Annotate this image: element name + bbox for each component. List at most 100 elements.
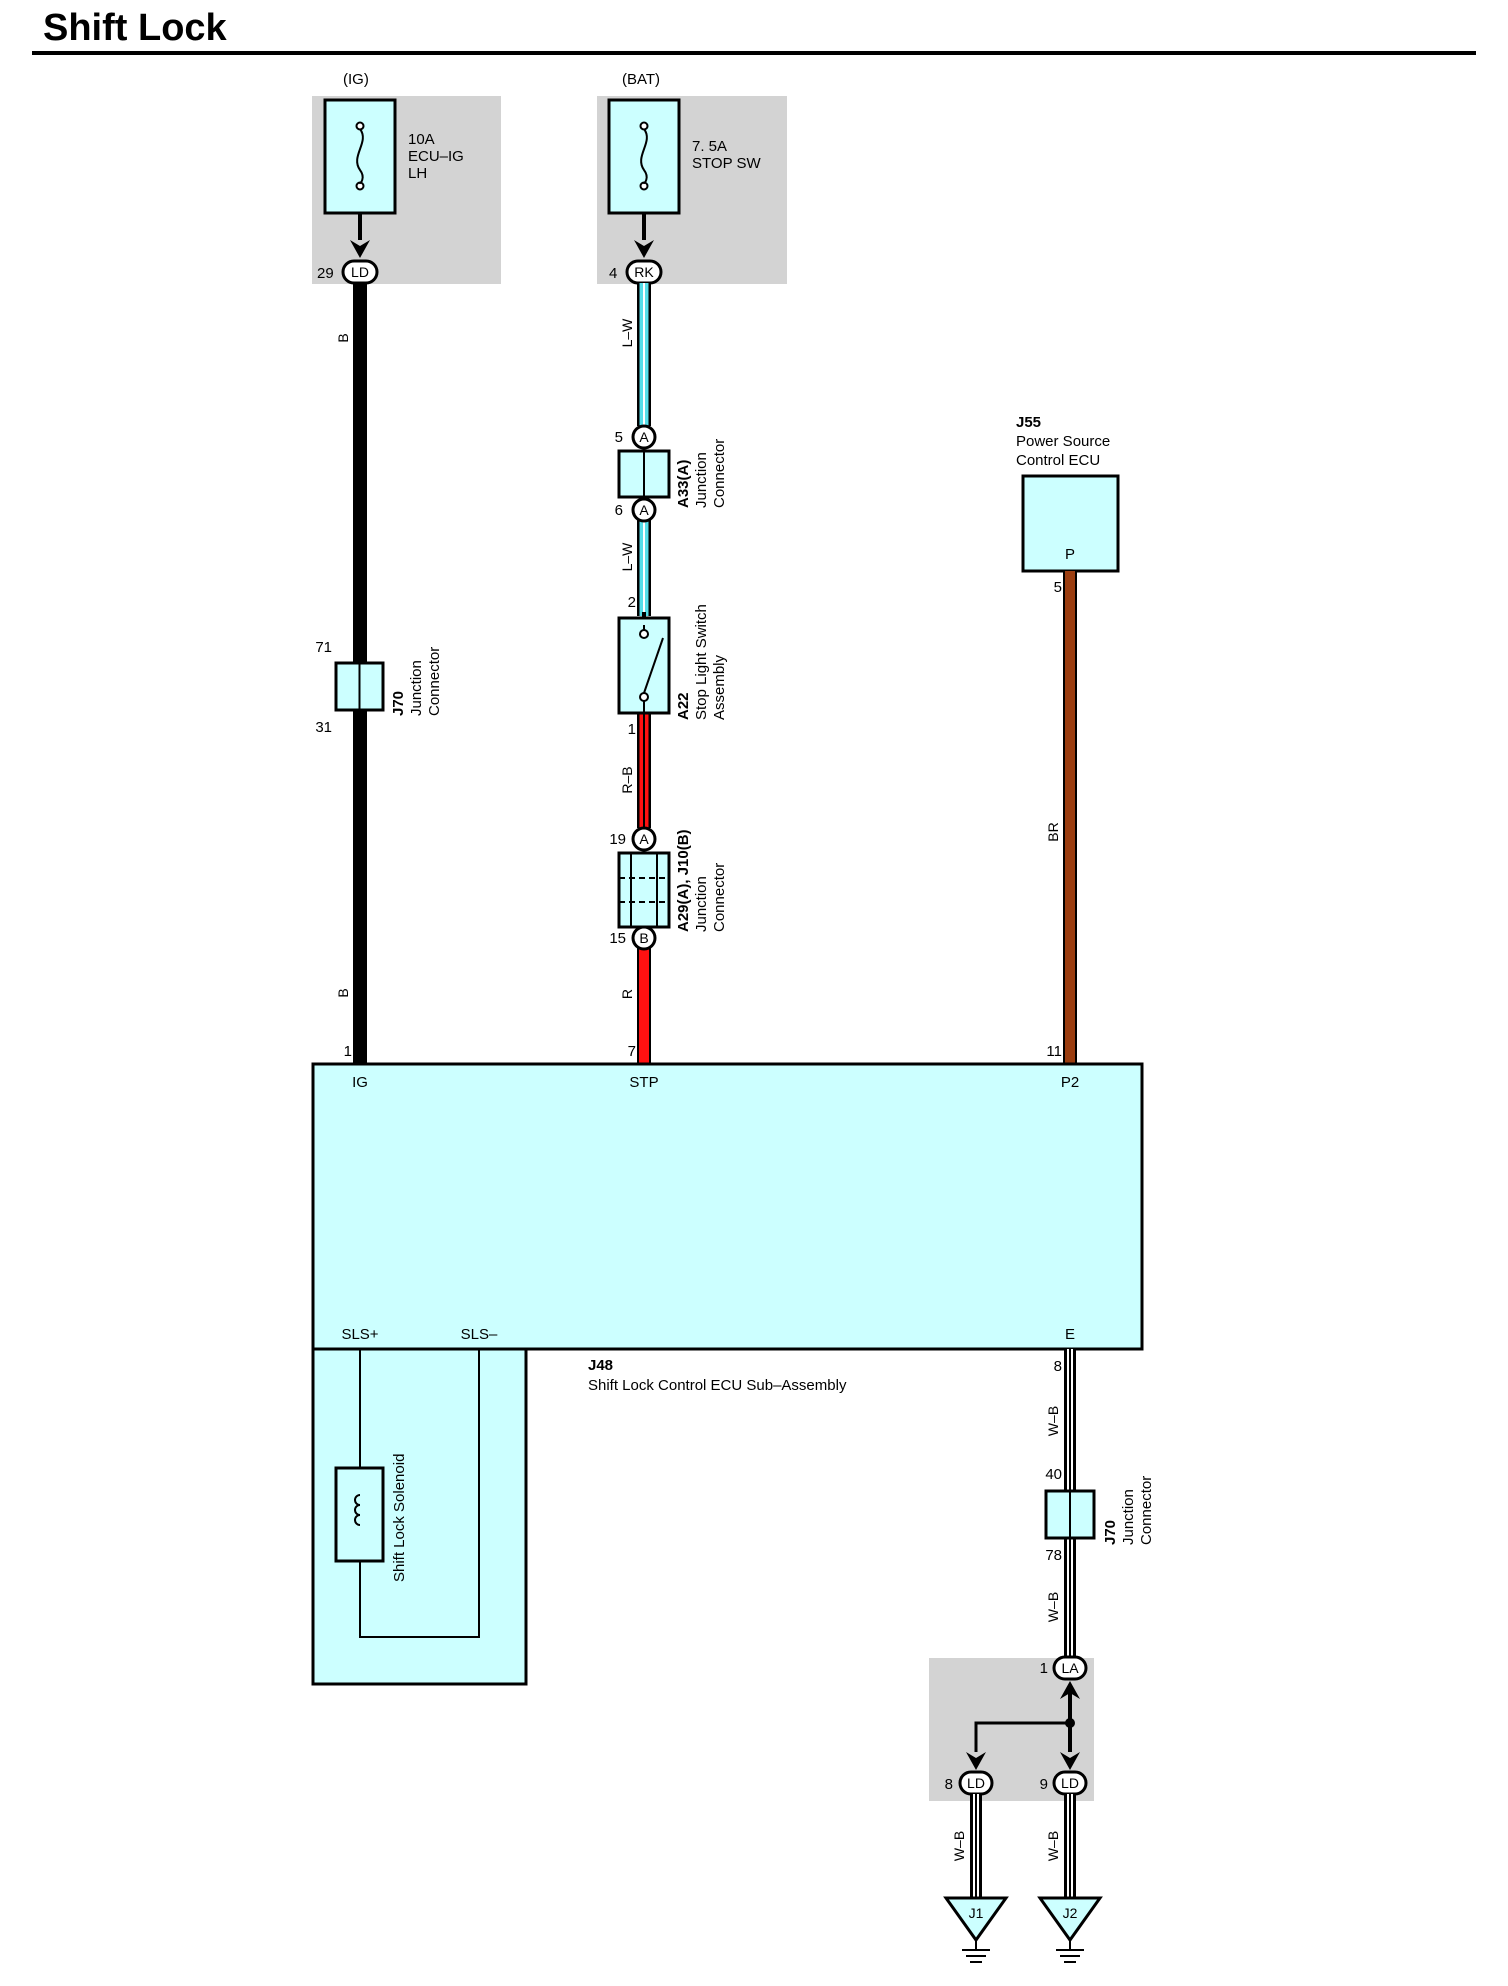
fuse-1-arrow-icon: [350, 240, 370, 258]
solenoid-name: Shift Lock Solenoid: [391, 1454, 408, 1582]
j55-pin: 5: [1054, 579, 1062, 596]
fuse-1-element-icon: [356, 128, 364, 185]
j48-pin-ig: 1: [344, 1043, 352, 1060]
wire-ground-right: W–B: [1045, 1794, 1076, 1898]
switch-contact-icon: [643, 637, 664, 694]
fuse-2-element-icon: [640, 128, 648, 185]
svg-text:A: A: [639, 831, 649, 847]
ground-right-arrow-icon: [1060, 1752, 1080, 1770]
j70-e-id: J70: [1102, 1520, 1119, 1545]
j70-ig-id: J70: [390, 691, 407, 716]
j48-term-sls-minus: SLS–: [461, 1326, 498, 1343]
wire-stp-color-2: L–W: [619, 542, 635, 572]
a33-pin-top: 5: [615, 429, 623, 446]
wire-stp-color-3: R–B: [619, 766, 635, 793]
wire-e-color-1: W–B: [1045, 1406, 1061, 1436]
wire-ig-color-upper: B: [335, 333, 351, 342]
ground-j1-id: J1: [969, 1905, 984, 1921]
a29-pin-bottom: 15: [609, 930, 626, 947]
wire-stp-color-1: L–W: [619, 318, 635, 348]
solenoid-coil-icon: [354, 1494, 361, 1526]
fuse-1-rating: 10A: [408, 131, 435, 148]
j48-pin-e: 8: [1054, 1358, 1062, 1375]
fuse-2-pin: 4: [609, 265, 617, 282]
j48-term-ig: IG: [352, 1074, 368, 1091]
page-title: Shift Lock: [43, 7, 228, 49]
fuse-2-name: STOP SW: [692, 155, 761, 172]
junction-connector-a33: A A 5 6 A33(A) Junction Connector: [615, 424, 728, 523]
junction-connector-a29-j10: A B 19 15 A29(A), J10(B) Junction Connec…: [609, 826, 728, 951]
ground-left-pin: 8: [945, 1776, 953, 1793]
wire-gnd-1-color: W–B: [951, 1831, 967, 1861]
fuse-stop-sw: (BAT) 7. 5A STOP SW 4 RK: [597, 71, 787, 285]
wire-e-color-2: W–B: [1045, 1592, 1061, 1622]
wire-p2: BR: [1045, 571, 1077, 1064]
j70-ig-pin-top: 71: [315, 639, 332, 656]
j48-term-stp: STP: [629, 1074, 658, 1091]
ground-junction-block: LA 1 LD 8 LD 9: [929, 1655, 1094, 1801]
a22-pin-bottom: 1: [628, 721, 636, 738]
svg-text:B: B: [639, 930, 648, 946]
j55-name1: Power Source: [1016, 433, 1110, 450]
fuse-2-body: [607, 98, 681, 215]
fuse-ecu-ig-lh: (IG) 10A ECU–IG LH 29 LD: [312, 71, 501, 285]
junction-connector-j70-e: 40 78 J70 Junction Connector: [1044, 1466, 1155, 1564]
a29-name1: Junction: [693, 876, 710, 932]
ground-j2-triangle-icon: [1037, 1896, 1103, 1943]
a33-name1: Junction: [693, 452, 710, 508]
j48-term-p2: P2: [1061, 1074, 1079, 1091]
ground-la-arrow-icon: [1060, 1681, 1080, 1699]
a33-pin-bottom: 6: [615, 502, 623, 519]
wire-ig-color-lower: B: [335, 988, 351, 997]
shift-lock-solenoid: Shift Lock Solenoid: [311, 1347, 528, 1686]
a22-name2: Assembly: [711, 654, 728, 720]
a29-id: A29(A), J10(B): [675, 829, 692, 932]
shift-lock-control-ecu-j48: 1 7 11 IG STP P2 SLS+ SLS– E J48 Shift L…: [311, 1043, 1144, 1394]
j55-terminal: P: [1065, 546, 1075, 563]
svg-text:A: A: [639, 502, 649, 518]
fuse-1-source: (IG): [343, 71, 369, 88]
j70-e-pin-bottom: 78: [1045, 1547, 1062, 1564]
junction-connector-j70-ig: 71 31 J70 Junction Connector: [315, 639, 443, 736]
power-source-control-ecu-j55: J55 Power Source Control ECU P 5: [1016, 414, 1120, 596]
fuse-2-rating: 7. 5A: [692, 138, 727, 155]
a29-name2: Connector: [711, 863, 728, 932]
svg-text:LD: LD: [351, 264, 369, 280]
fuse-2-source: (BAT): [622, 71, 660, 88]
j48-term-e: E: [1065, 1326, 1075, 1343]
ground-left-arrow-icon: [966, 1752, 986, 1770]
j48-pin-p2: 11: [1046, 1043, 1062, 1060]
wire-stp: L–W L–W R–B R: [619, 283, 651, 1064]
fuse-1-name: ECU–IG: [408, 148, 464, 165]
fuse-2-arrow-icon: [634, 240, 654, 258]
j48-id: J48: [588, 1357, 613, 1374]
a33-id: A33(A): [675, 460, 692, 508]
fuse-1-name2: LH: [408, 165, 427, 182]
fuse-1-body: [323, 98, 397, 215]
a22-id: A22: [675, 692, 692, 720]
ground-right-pin: 9: [1040, 1776, 1048, 1793]
wire-stp-color-4: R: [619, 989, 635, 999]
stop-light-switch-a22: 2 1 A22 Stop Light Switch Assembly: [617, 594, 728, 738]
j48-name: Shift Lock Control ECU Sub–Assembly: [588, 1377, 847, 1394]
wire-ground-left: W–B: [951, 1794, 982, 1898]
ground-j1: J1: [943, 1896, 1009, 1963]
j48-pin-stp: 7: [628, 1043, 636, 1060]
fuse-1-pin: 29: [317, 265, 334, 282]
a22-name1: Stop Light Switch: [693, 604, 710, 720]
j70-e-pin-top: 40: [1045, 1466, 1062, 1483]
a29-pin-top: 19: [609, 831, 626, 848]
j70-ig-pin-bottom: 31: [315, 719, 332, 736]
svg-text:LD: LD: [967, 1775, 985, 1791]
j70-ig-name1: Junction: [408, 660, 425, 716]
a33-name2: Connector: [711, 439, 728, 508]
ground-la-pin: 1: [1040, 1660, 1048, 1677]
a22-pin-top: 2: [628, 594, 636, 611]
wire-p2-color: BR: [1045, 822, 1061, 841]
svg-text:A: A: [639, 429, 649, 445]
j48-term-sls-plus: SLS+: [341, 1326, 378, 1343]
wire-gnd-2-color: W–B: [1045, 1831, 1061, 1861]
j70-ig-name2: Connector: [426, 647, 443, 716]
svg-text:RK: RK: [634, 264, 654, 280]
